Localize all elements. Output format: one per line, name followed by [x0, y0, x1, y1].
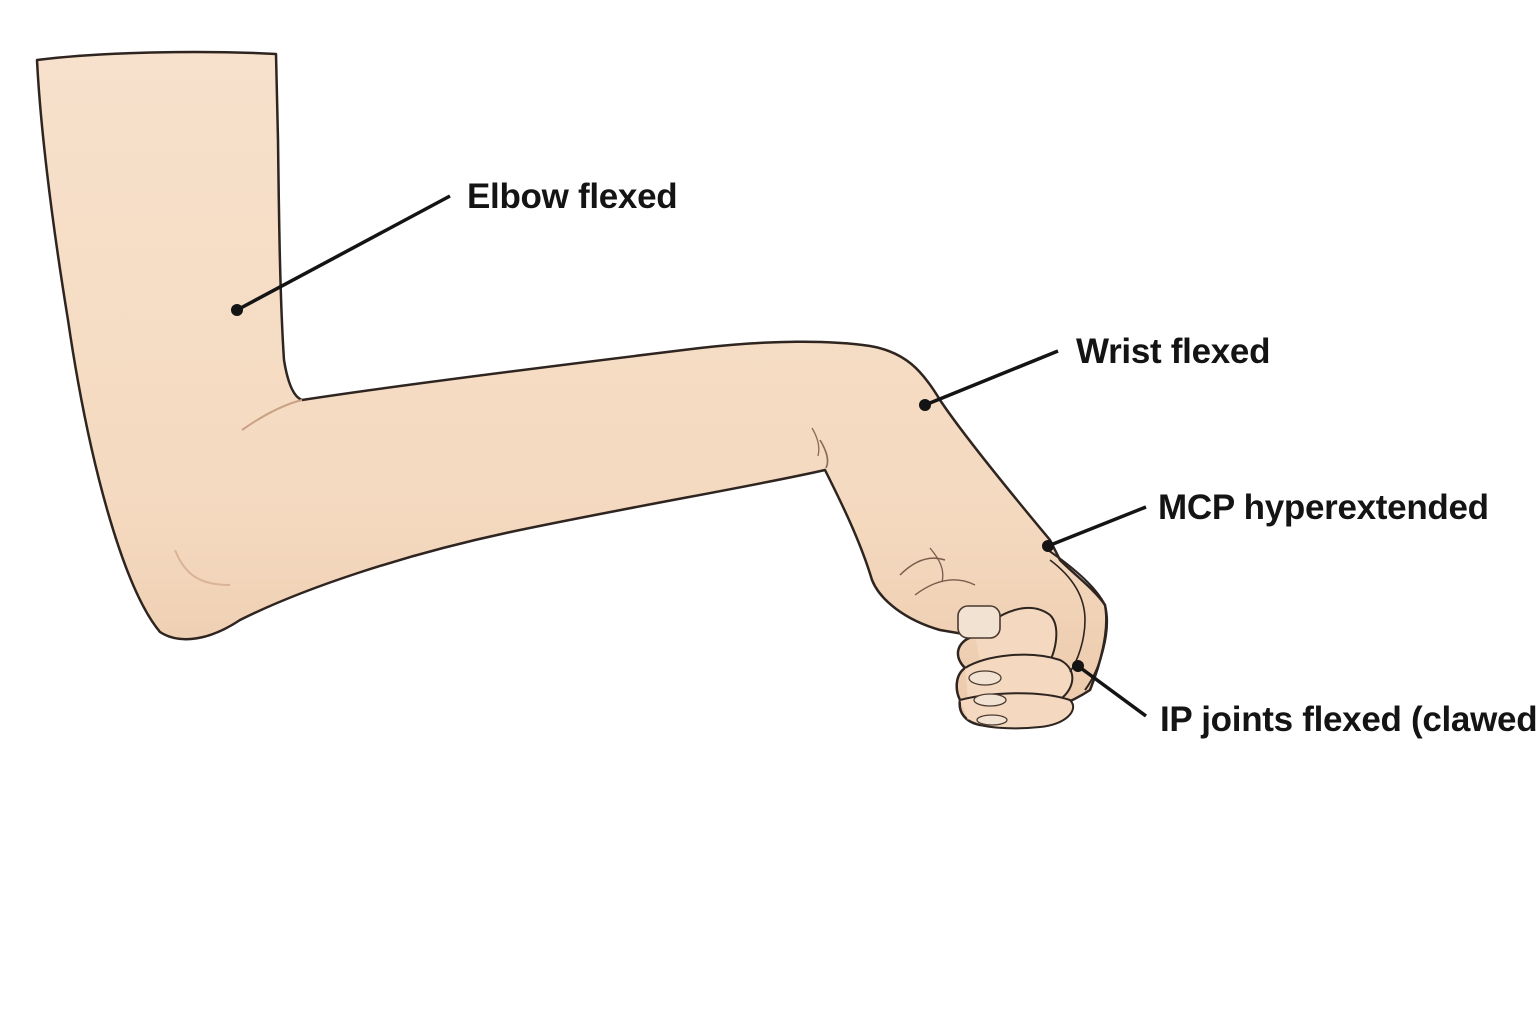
label-elbow-flexed: Elbow flexed [467, 177, 678, 216]
palm-crease-2 [914, 579, 976, 596]
marker-dot-mcp [1042, 540, 1054, 552]
fingernail-ring [973, 693, 1007, 707]
fingernail-little [976, 714, 1008, 726]
leader-line-mcp [1047, 505, 1147, 548]
palm-crease-3 [929, 547, 944, 583]
finger-back-outline-2 [1049, 559, 1086, 673]
marker-dot-ip [1072, 660, 1084, 672]
thumb-nail [957, 605, 1001, 639]
leader-line-ip [1076, 664, 1148, 718]
wrist-crease [819, 439, 829, 469]
elbow-shading [174, 549, 231, 586]
upper-arm-and-forearm [35, 50, 1108, 727]
fingernail-middle [968, 670, 1002, 686]
marker-dot-elbow [231, 304, 243, 316]
label-ip-joints-flexed: IP joints flexed (clawed) [1160, 700, 1536, 739]
wrist-crease-2 [811, 427, 820, 457]
leader-line-wrist [924, 349, 1059, 407]
leader-line-elbow [236, 194, 451, 312]
finger-back-outline [1044, 547, 1109, 691]
elbow-crease [241, 399, 303, 431]
palm-crease [899, 557, 946, 576]
label-mcp-hyperextended: MCP hyperextended [1158, 488, 1489, 527]
marker-dot-wrist [919, 399, 931, 411]
label-wrist-flexed: Wrist flexed [1076, 332, 1271, 371]
